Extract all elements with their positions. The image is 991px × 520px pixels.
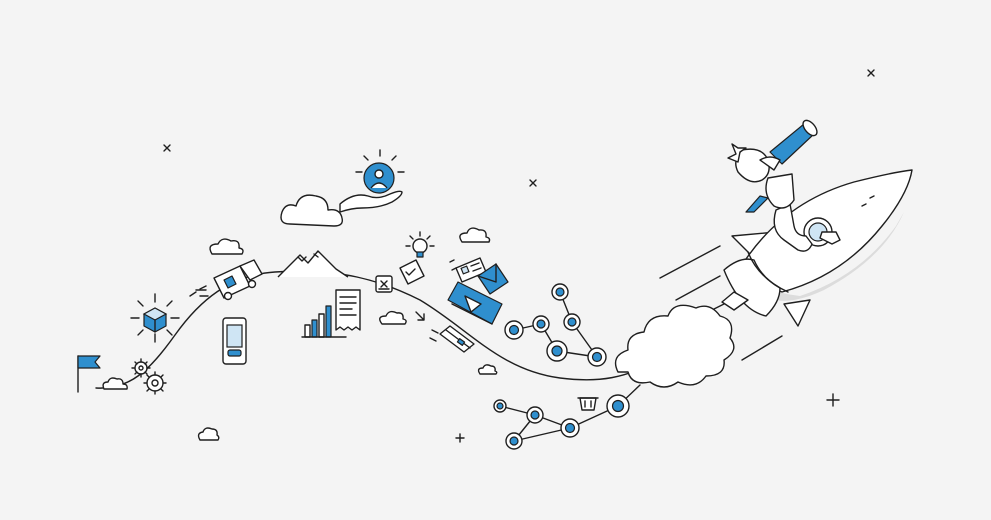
trail-line (113, 285, 207, 385)
smartphone-icon (222, 317, 247, 365)
cube-icon (130, 293, 180, 343)
cloud-icon (459, 227, 491, 243)
hand-holding-user-icon (339, 149, 405, 213)
journey-path (95, 270, 661, 389)
mountain-icon (277, 250, 349, 278)
cloud-icon (209, 238, 244, 255)
cloud-icon (102, 377, 128, 390)
rocket-icon (721, 169, 913, 327)
delivery-truck-icon (195, 259, 263, 301)
bar-chart-icon (301, 289, 361, 338)
envelope-icon (477, 263, 509, 295)
exhaust-cloud (614, 304, 735, 388)
cloud-icon (379, 310, 407, 325)
video-player-icon (447, 281, 503, 325)
user-network-icon (493, 384, 641, 450)
trash-icon (577, 397, 599, 411)
cloud-icon (197, 427, 220, 441)
credit-card-icon (429, 325, 475, 353)
lightbulb-icon (405, 231, 435, 258)
flag-icon (77, 355, 101, 393)
cloud-icon (477, 364, 498, 375)
sparkle-marks (163, 69, 875, 443)
cloud-icon (280, 194, 344, 227)
person-with-telescope-icon (727, 119, 841, 252)
user-network-icon (504, 283, 607, 367)
checklist-icon (399, 259, 425, 285)
reject-card-icon (375, 275, 393, 293)
gear-icon (131, 358, 167, 395)
arrow-icon (415, 311, 425, 321)
